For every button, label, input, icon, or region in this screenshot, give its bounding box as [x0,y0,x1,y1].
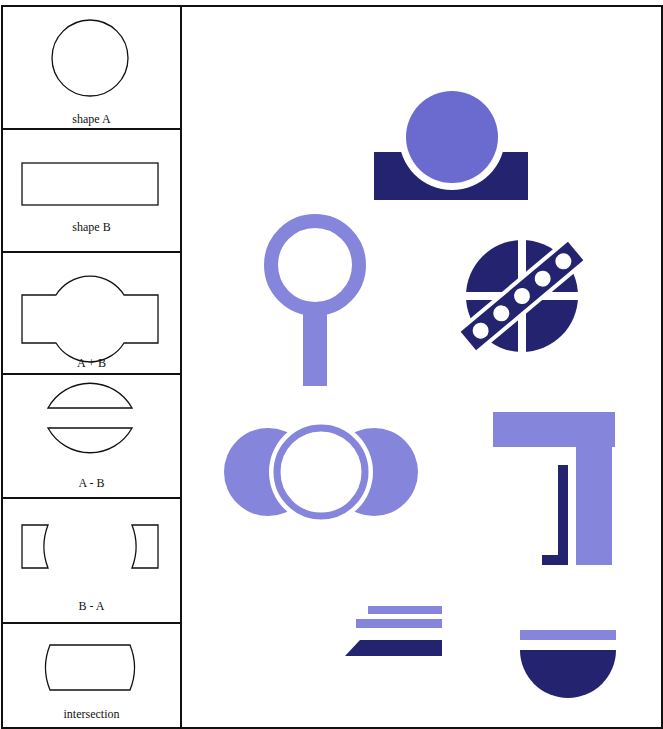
shape-cell: intersection [2,623,181,728]
shape-cell: A - B [2,374,181,498]
shape-label: intersection [2,707,181,721]
shape-cell: shape B [2,129,181,252]
shape-label: A - B [2,476,181,490]
shape-cell: A + B [2,252,181,374]
shape-cell: B - A [2,498,181,623]
shape-label: shape B [2,220,181,234]
shape-cell: shape A [2,6,181,129]
shape-label: A + B [2,356,181,370]
shape-label: B - A [2,599,181,613]
shape-label: shape A [2,112,181,126]
